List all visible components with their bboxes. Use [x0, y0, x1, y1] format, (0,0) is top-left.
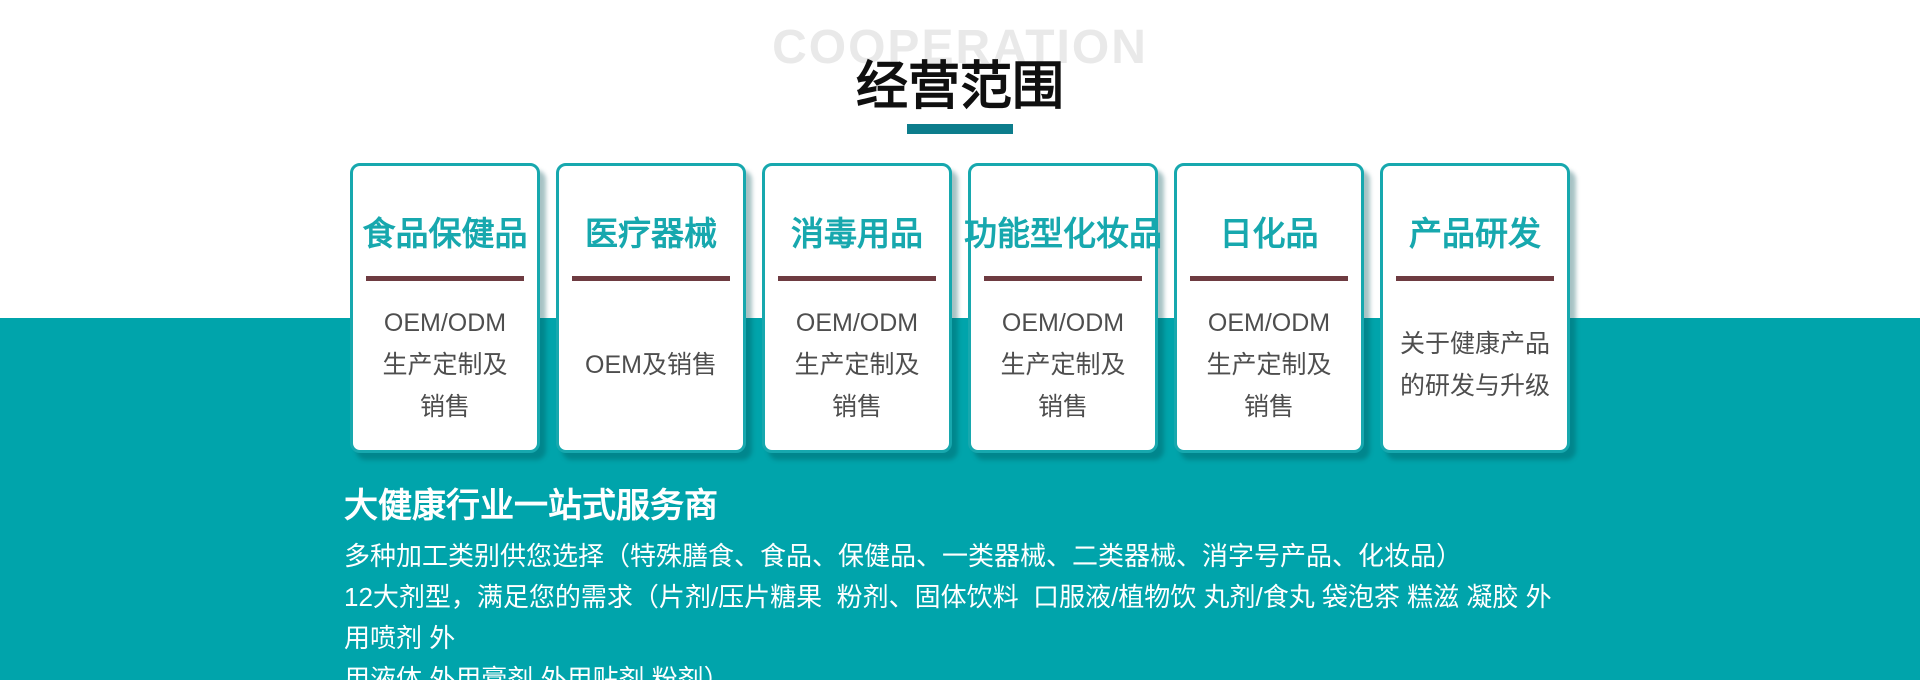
card-daily-chemicals: 日化品 OEM/ODM 生产定制及 销售 — [1174, 163, 1364, 453]
card-product-rnd: 产品研发 关于健康产品 的研发与升级 — [1380, 163, 1570, 453]
card-divider — [1190, 275, 1348, 281]
card-divider — [778, 275, 936, 281]
card-body: OEM/ODM 生产定制及 销售 — [794, 309, 920, 422]
card-title: 日化品 — [1219, 215, 1319, 252]
card-title: 消毒用品 — [791, 215, 923, 252]
card-functional-cosmetics: 功能型化妆品 OEM/ODM 生产定制及 销售 — [964, 163, 1162, 453]
business-scope-card-row: 食品保健品 OEM/ODM 生产定制及 销售 医疗器械 OEM及销售 消毒用品 … — [350, 163, 1570, 453]
card-divider — [366, 275, 524, 281]
card-divider — [984, 275, 1142, 281]
card-medical-devices: 医疗器械 OEM及销售 — [556, 163, 746, 453]
card-title: 食品保健品 — [362, 215, 528, 252]
card-divider — [1396, 275, 1554, 281]
section-title-underline — [907, 124, 1013, 134]
card-title: 产品研发 — [1409, 215, 1541, 252]
card-title: 医疗器械 — [585, 215, 717, 252]
section-title: 经营范围 — [855, 58, 1064, 116]
teal-background-band — [0, 318, 1920, 680]
card-disinfection-products: 消毒用品 OEM/ODM 生产定制及 销售 — [762, 163, 952, 453]
bottom-service-block: 大健康行业一站式服务商 多种加工类别供您选择（特殊膳食、食品、保健品、一类器械、… — [344, 486, 1576, 700]
card-divider — [572, 275, 730, 281]
card-body: OEM/ODM 生产定制及 销售 — [1206, 309, 1332, 422]
service-line-2: 12大剂型，满足您的需求（片剂/压片糖果 粉剂、固体饮料 口服液/植物饮 丸剂/… — [344, 582, 1552, 653]
service-line-1: 多种加工类别供您选择（特殊膳食、食品、保健品、一类器械、二类器械、消字号产品、化… — [344, 541, 1463, 571]
card-body: OEM及销售 — [585, 351, 717, 380]
card-body: OEM/ODM 生产定制及 销售 — [382, 309, 508, 422]
card-title: 功能型化妆品 — [964, 215, 1162, 252]
card-food-health-products: 食品保健品 OEM/ODM 生产定制及 销售 — [350, 163, 540, 453]
card-body: OEM/ODM 生产定制及 销售 — [1000, 309, 1126, 422]
service-heading: 大健康行业一站式服务商 — [344, 487, 718, 525]
section-watermark: COOPERATION — [772, 21, 1148, 74]
card-body: 关于健康产品 的研发与升级 — [1399, 330, 1550, 401]
